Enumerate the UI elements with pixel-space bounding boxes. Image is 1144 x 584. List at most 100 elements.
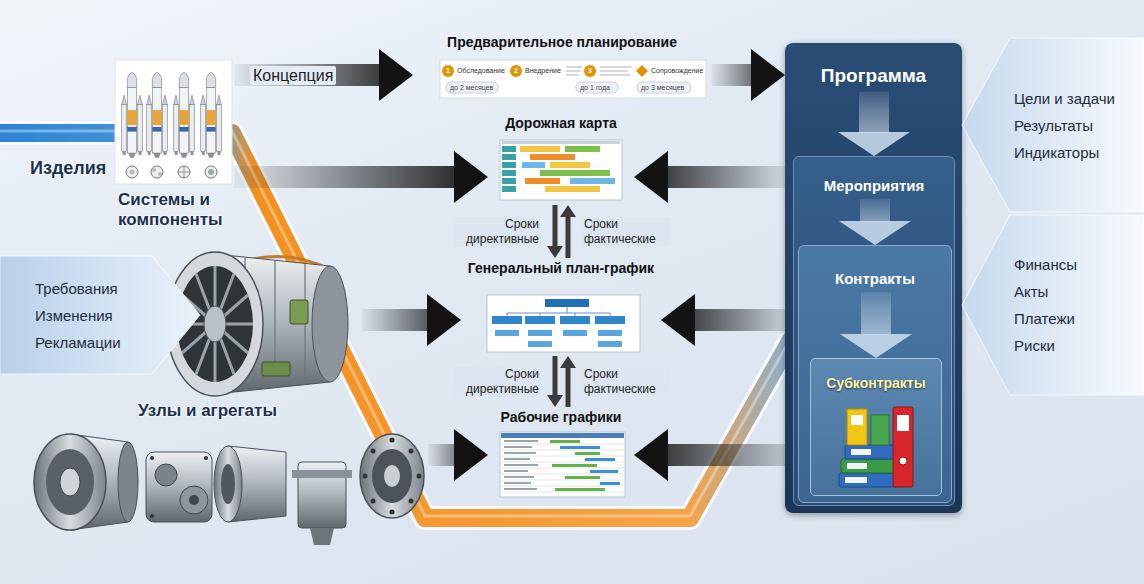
roadmap-thumbnail <box>502 186 516 192</box>
assembly-parts <box>384 465 400 487</box>
binder-icon <box>897 415 909 431</box>
stage-title: Предварительное планирование <box>447 34 677 51</box>
schedule-thumbnail <box>585 458 615 461</box>
nested-arrow <box>840 292 912 358</box>
input-arrow: ФинансыАктыПлатежиРиски <box>962 215 1144 395</box>
assembly-parts <box>371 449 376 454</box>
input-arrow: ТребованияИзмененияРекламации <box>0 256 200 374</box>
roadmap-thumbnail <box>525 178 560 184</box>
assembly-parts <box>292 470 352 478</box>
product-name: Узлы и агрегаты <box>138 401 277 421</box>
schedule-thumbnail <box>550 440 580 443</box>
rocket-picture <box>205 166 217 178</box>
rocket-picture <box>178 166 190 178</box>
nested-arrow <box>861 292 891 335</box>
assembly-parts <box>34 434 424 545</box>
binder-icon <box>851 449 871 455</box>
arrow-item: Требования <box>35 275 118 302</box>
assembly-parts <box>60 468 80 496</box>
masterplan-thumbnail <box>495 330 519 336</box>
timing-arrow <box>547 356 563 407</box>
arrow-item: Акты <box>1014 278 1048 305</box>
roadmap-thumbnail <box>500 140 622 200</box>
arrow-item: Изменения <box>35 302 113 329</box>
product-group: Изделия <box>22 58 234 186</box>
schedule-thumbnail <box>600 482 620 485</box>
nested-arrow <box>838 132 910 156</box>
rocket-picture <box>201 72 222 157</box>
roadmap-thumbnail <box>520 146 560 152</box>
flow-arrow <box>661 294 695 346</box>
arrow-item: Рекламации <box>35 329 121 356</box>
flow-arrow <box>427 294 461 346</box>
binder-icon <box>847 463 867 469</box>
masterplan-thumbnail <box>598 341 622 347</box>
flow-arrow <box>634 429 668 481</box>
roadmap-thumbnail <box>502 146 516 192</box>
product-group: Системы и компоненты <box>112 188 362 398</box>
timing-arrow <box>547 246 563 258</box>
rocket-picture <box>130 170 135 175</box>
rocket-picture <box>115 60 232 184</box>
binder-icon <box>839 473 897 487</box>
flow-arrow <box>234 49 413 101</box>
assembly-parts <box>310 528 334 545</box>
flow-arrow <box>711 49 785 101</box>
assembly-parts <box>155 464 177 486</box>
engine-picture <box>262 362 290 376</box>
timeline-thumbnail <box>576 82 618 93</box>
timeline-thumbnail <box>637 82 691 93</box>
timeline-thumbnail <box>510 65 522 77</box>
rocket-picture <box>122 72 143 157</box>
arrow-item: Цели и задачи <box>1014 85 1115 112</box>
step-name: Внедрение <box>525 66 561 76</box>
masterplan-thumbnail <box>528 330 552 336</box>
assembly-parts <box>360 434 424 518</box>
panel-title: Субконтракты <box>826 375 925 392</box>
assembly-parts <box>118 442 138 522</box>
rocket-picture <box>147 72 168 157</box>
schedule-thumbnail <box>565 476 600 479</box>
assembly-parts <box>409 499 414 504</box>
timing-arrow <box>547 395 563 407</box>
step-name: Сопровождение <box>651 66 703 76</box>
assembly-parts <box>417 474 422 479</box>
timeline-thumbnail <box>566 67 632 75</box>
engine-picture <box>204 306 226 342</box>
nested-arrow <box>838 92 910 156</box>
engine-picture <box>290 300 308 324</box>
panel-title: Контракты <box>835 270 915 288</box>
masterplan-thumbnail <box>563 330 587 336</box>
assembly-parts <box>214 446 242 522</box>
rocket-picture <box>152 168 156 172</box>
planning-stage: Дорожная карта <box>488 113 634 205</box>
engine-picture <box>177 266 253 382</box>
edge-label: Сроки фактические <box>582 217 670 247</box>
flow-arrow <box>634 429 810 481</box>
assembly-parts <box>221 464 235 504</box>
flow-arrow <box>694 309 798 331</box>
arrow-shape <box>0 256 200 374</box>
step-number: 2 <box>511 66 521 76</box>
engine-picture <box>167 252 263 396</box>
schedule-thumbnail <box>501 444 624 492</box>
flow-arrow <box>751 49 785 101</box>
assembly-parts <box>363 474 368 479</box>
arrow-item: Индикаторы <box>1014 139 1099 166</box>
timing-arrow <box>560 356 576 368</box>
step-number: 3 <box>585 66 595 76</box>
subcontracts-panel: Субконтракты <box>810 358 942 496</box>
flow-arrow <box>234 64 380 86</box>
input-arrow: Цели и задачиРезультатыИндикаторы <box>962 38 1144 212</box>
assembly-parts <box>372 449 412 503</box>
nested-arrow <box>839 199 911 245</box>
roadmap-thumbnail <box>570 178 615 184</box>
edge-label: Сроки директивные <box>453 367 541 397</box>
assembly-parts <box>189 495 199 505</box>
masterplan-thumbnail <box>595 316 625 324</box>
schedule-thumbnail <box>555 488 605 491</box>
stage-title: Генеральный план-график <box>468 260 654 277</box>
flow-arrow <box>379 49 413 101</box>
